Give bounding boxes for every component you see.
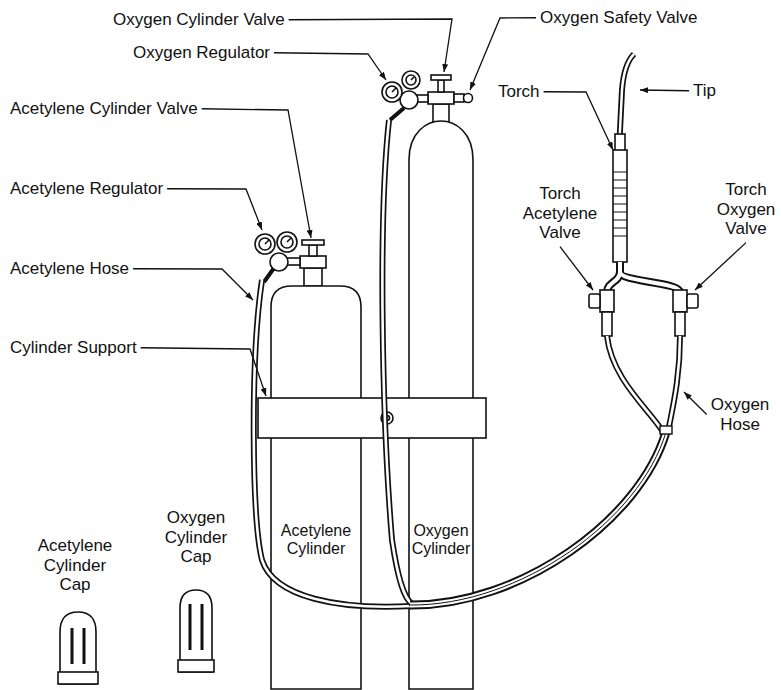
acetylene-valve-regulator bbox=[259, 238, 271, 250]
oxygen-valve-regulator bbox=[402, 71, 420, 89]
acetylene-valve-regulator bbox=[281, 236, 293, 248]
cylinder-outline bbox=[270, 285, 362, 690]
oxygen-valve-regulator bbox=[411, 77, 414, 80]
acetylene-valve-regulator bbox=[304, 268, 322, 286]
part-label: Oxygen Cylinder Valve bbox=[113, 10, 285, 30]
acetylene-valve-regulator bbox=[270, 253, 288, 271]
cylinder-caps bbox=[178, 660, 214, 672]
acetylene-valve-regulator bbox=[265, 240, 269, 244]
cylinder-support bbox=[258, 398, 486, 438]
welding-torch bbox=[607, 262, 680, 292]
part-label: Torch bbox=[498, 82, 540, 102]
hoses bbox=[410, 432, 666, 605]
acetylene-valve-regulator bbox=[302, 240, 324, 245]
hoses bbox=[382, 120, 412, 604]
welding-torch bbox=[673, 290, 687, 312]
part-label: Oxygen Safety Valve bbox=[540, 8, 698, 28]
oxygen-valve-regulator bbox=[392, 88, 396, 92]
cylinder-support bbox=[258, 398, 486, 438]
oxygen-valve-regulator bbox=[406, 75, 416, 85]
welding-torch bbox=[613, 150, 627, 262]
hoses bbox=[254, 120, 680, 607]
hoses bbox=[668, 336, 680, 432]
cylinder-label: Acetylene Cylinder bbox=[270, 522, 362, 559]
part-label: Acetylene Regulator bbox=[10, 179, 163, 199]
cylinder-caps bbox=[190, 604, 202, 650]
hoses bbox=[382, 120, 412, 604]
welding-torch bbox=[600, 290, 614, 312]
leader-line bbox=[640, 89, 689, 91]
oxygen-valve-regulator bbox=[428, 92, 454, 104]
oxygen-valve-regulator bbox=[431, 75, 451, 80]
acetylene-valve-regulator bbox=[264, 268, 274, 282]
oxygen-valve-regulator bbox=[438, 80, 444, 92]
welding-torch bbox=[675, 312, 685, 336]
part-label: Oxygen Regulator bbox=[133, 43, 270, 63]
cylinder-caps bbox=[58, 672, 98, 684]
part-label: Torch Oxygen Valve bbox=[717, 180, 776, 239]
leader-line bbox=[133, 269, 253, 300]
welding-torch bbox=[589, 54, 698, 336]
cylinder-label: Oxygen Cylinder bbox=[408, 522, 474, 559]
welding-torch bbox=[613, 172, 627, 236]
welding-torch bbox=[589, 294, 600, 308]
leader-line bbox=[470, 18, 536, 90]
acetylene-valve-regulator bbox=[309, 245, 317, 256]
cylinder-caps bbox=[58, 590, 214, 684]
oxygen-valve-regulator bbox=[382, 82, 402, 102]
leader-line bbox=[167, 189, 262, 230]
acetylene-valve-regulator bbox=[277, 232, 297, 252]
leader-lines bbox=[133, 18, 746, 415]
part-label: Tip bbox=[693, 81, 716, 101]
hoses bbox=[668, 336, 680, 432]
welding-torch bbox=[602, 312, 612, 336]
part-label: Cylinder Support bbox=[10, 338, 137, 358]
leader-line bbox=[141, 348, 266, 396]
hoses bbox=[607, 336, 663, 432]
oxygen-valve-regulator bbox=[433, 104, 449, 122]
part-label: Oxygen Hose bbox=[711, 395, 770, 434]
leader-line bbox=[289, 19, 452, 72]
acetylene-valve-regulator bbox=[255, 234, 275, 254]
part-label: Acetylene Cylinder Cap bbox=[38, 536, 113, 595]
oxygen-valve-regulator bbox=[454, 94, 464, 102]
hoses bbox=[607, 336, 663, 432]
cylinder-outline bbox=[271, 286, 361, 689]
welding-torch bbox=[607, 262, 680, 292]
leader-line bbox=[202, 109, 311, 238]
hoses bbox=[660, 426, 672, 434]
part-label: Torch Acetylene Valve bbox=[523, 184, 598, 243]
cylinder-caps bbox=[72, 628, 84, 664]
leader-line bbox=[695, 243, 746, 290]
leader-line bbox=[274, 53, 386, 80]
acetylene-valve-regulator bbox=[255, 232, 326, 286]
part-label: Acetylene Cylinder Valve bbox=[10, 99, 198, 119]
gas-cylinder: Acetylene Cylinder bbox=[270, 285, 362, 690]
part-label: Acetylene Hose bbox=[10, 259, 129, 279]
leader-line bbox=[560, 247, 593, 290]
part-label: Oxygen Cylinder Cap bbox=[165, 508, 227, 567]
hoses bbox=[410, 432, 666, 605]
oxygen-valve-regulator bbox=[400, 91, 418, 109]
leader-line bbox=[544, 92, 613, 150]
oxygen-valve-regulator bbox=[464, 94, 473, 103]
leader-line bbox=[684, 392, 707, 415]
acetylene-valve-regulator bbox=[300, 256, 326, 268]
welding-torch bbox=[687, 294, 698, 308]
oxygen-valve-regulator bbox=[390, 108, 404, 120]
oxygen-valve-regulator bbox=[386, 86, 398, 98]
hoses bbox=[410, 432, 666, 605]
acetylene-valve-regulator bbox=[287, 238, 291, 242]
oxygen-valve-regulator bbox=[382, 71, 473, 122]
